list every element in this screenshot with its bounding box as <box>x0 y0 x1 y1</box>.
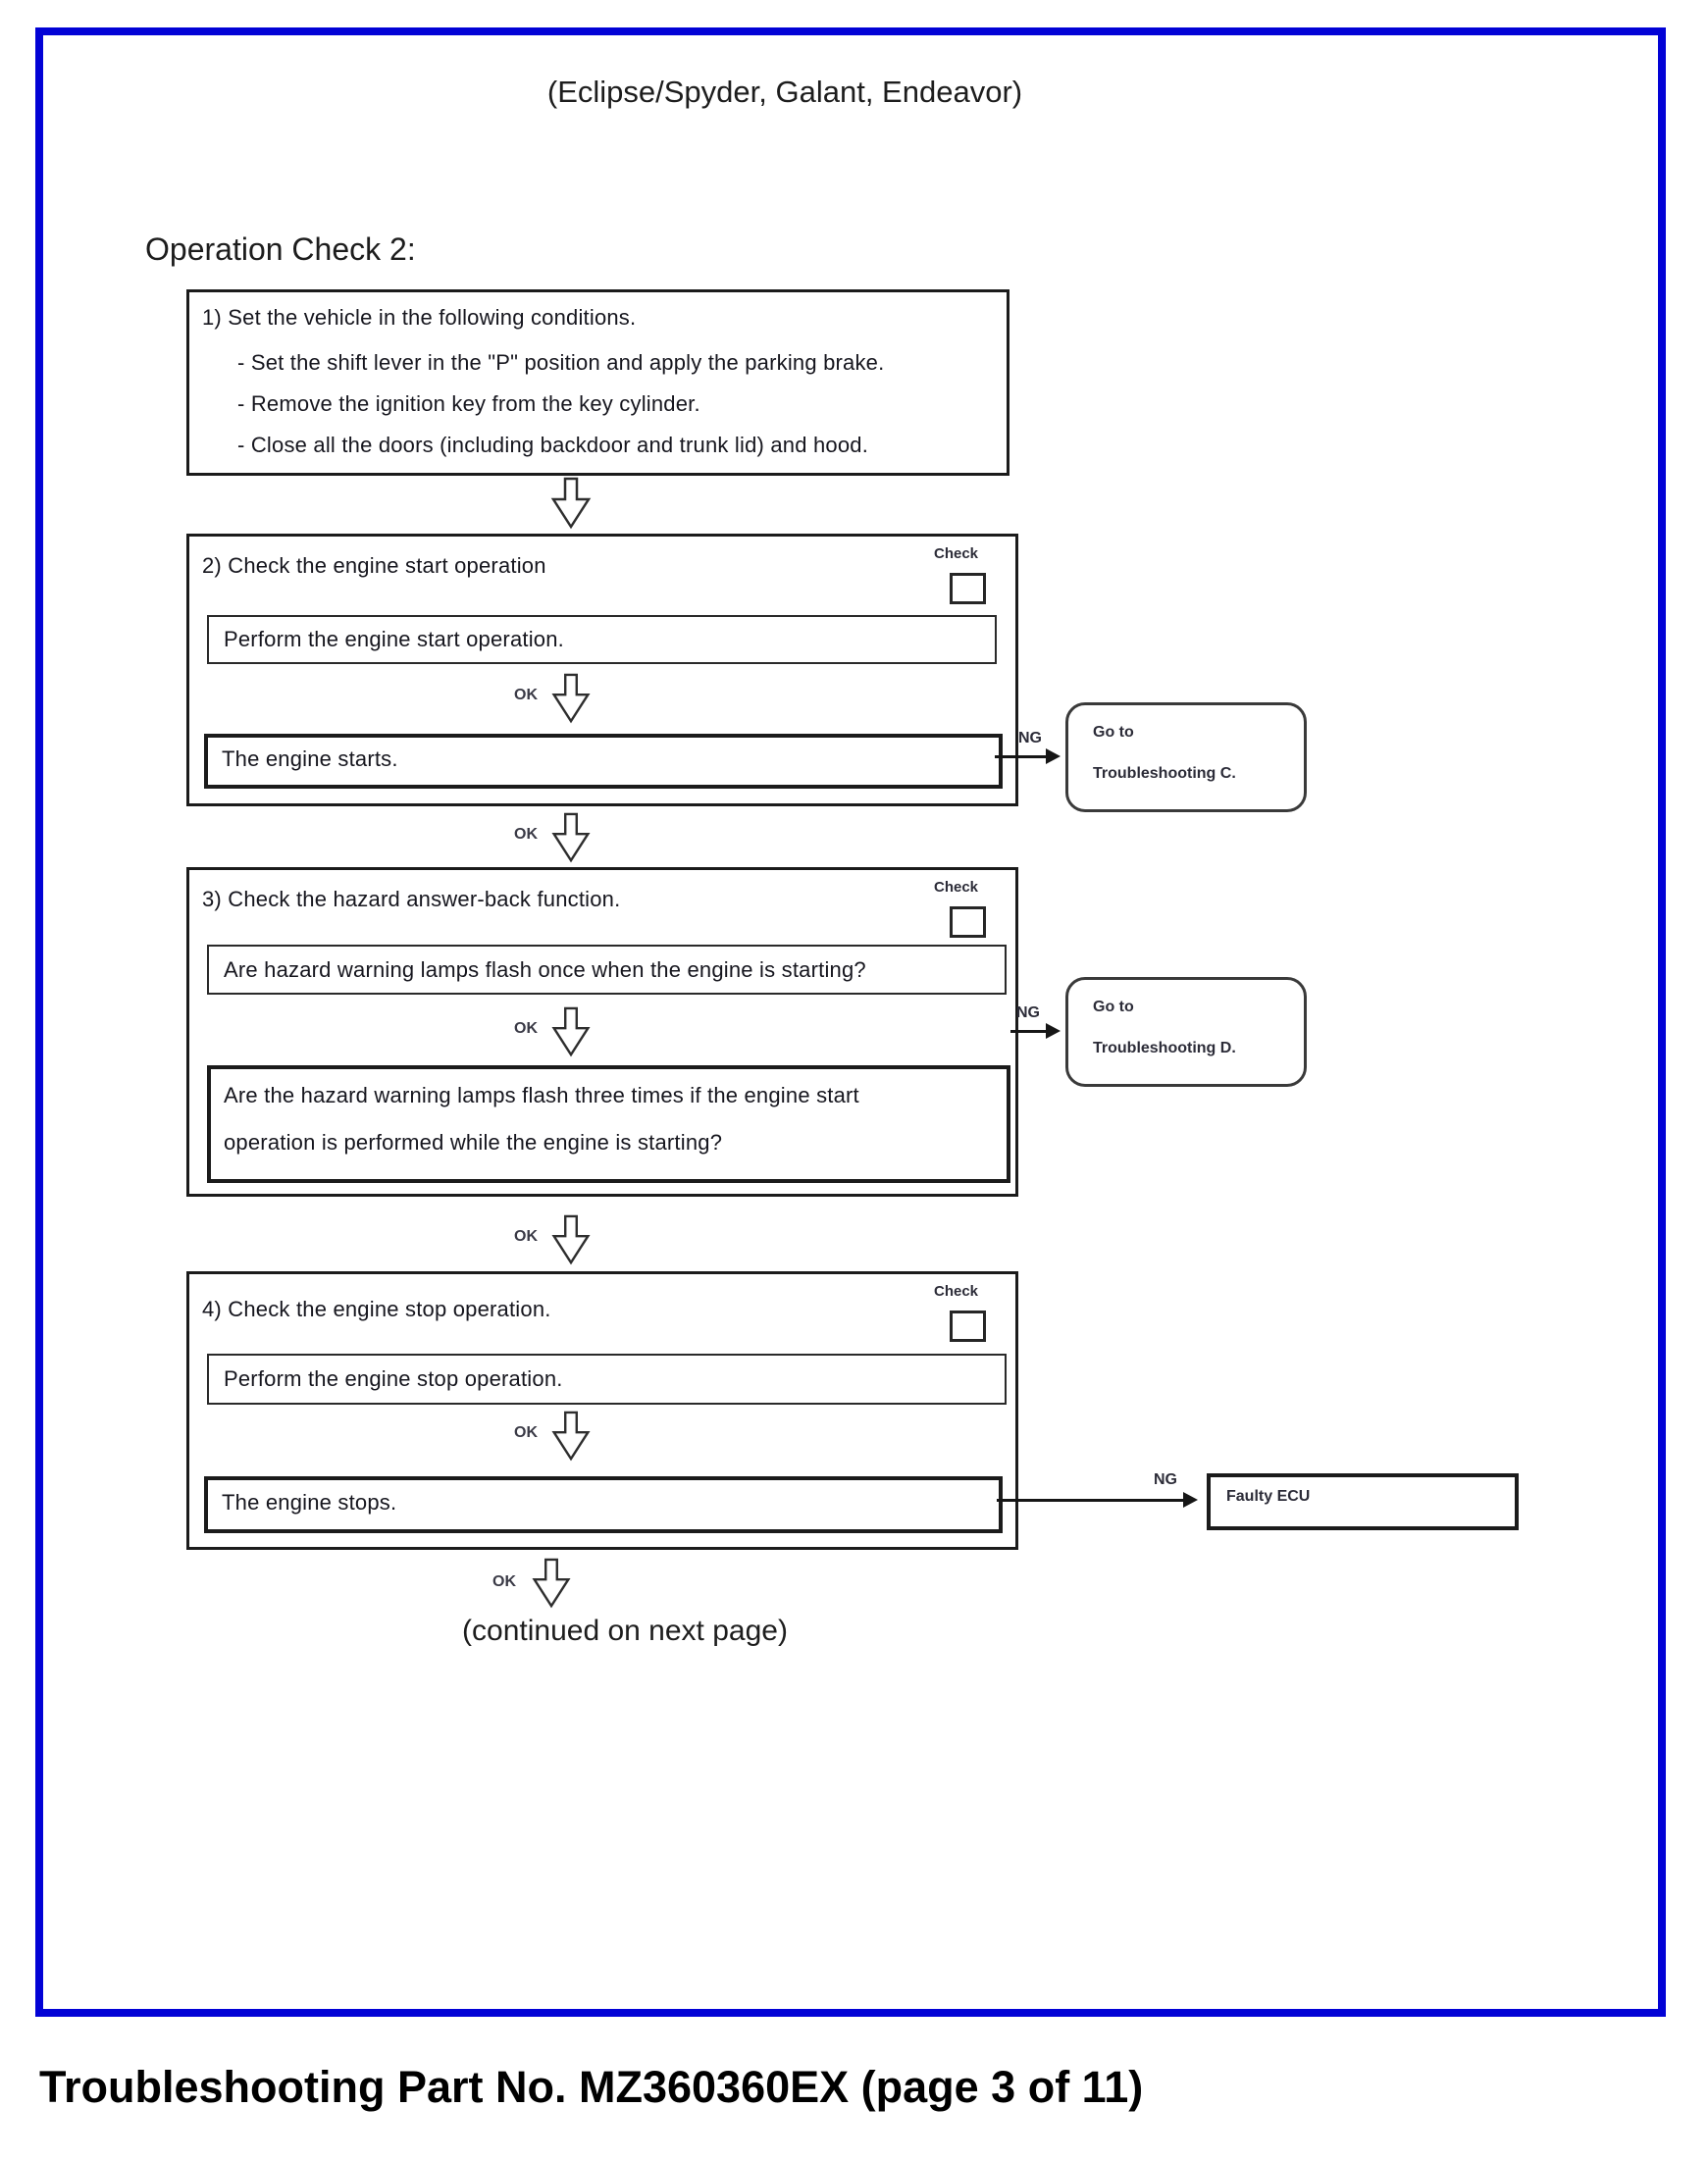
step-1-box <box>186 289 1009 476</box>
section-heading: Operation Check 2: <box>145 231 416 267</box>
step-1-bullet: - Set the shift lever in the "P" positio… <box>237 350 885 375</box>
step-4-check-label: Check <box>934 1283 979 1300</box>
ok-label: OK <box>514 687 538 703</box>
ok-label: OK <box>514 826 538 843</box>
step-3-ng-target-line: Go to <box>1093 999 1134 1015</box>
step-3-checkbox <box>950 906 986 938</box>
ok-label: OK <box>514 1228 538 1245</box>
step-3-action-box <box>207 945 1007 995</box>
flow-arrow-down-icon <box>551 1006 591 1057</box>
page-footer: Troubleshooting Part No. MZ360360EX (pag… <box>39 2062 1144 2112</box>
ng-label: NG <box>1018 730 1042 746</box>
step-3-result-line: Are the hazard warning lamps flash three… <box>224 1083 859 1107</box>
ok-label: OK <box>514 1424 538 1441</box>
step-2-action-box <box>207 615 997 664</box>
step-4-ng-target-text: Faulty ECU <box>1226 1488 1311 1505</box>
ng-connector-line <box>995 755 1052 758</box>
flow-arrow-down-icon <box>551 812 591 863</box>
ng-label: NG <box>1016 1004 1040 1021</box>
step-2-result-box <box>204 734 1003 789</box>
step-4-result-text: The engine stops. <box>222 1490 397 1515</box>
ok-label: OK <box>514 1020 538 1037</box>
step-3-result-box <box>207 1065 1010 1183</box>
step-2-ng-target-box <box>1065 702 1307 812</box>
step-3-title: 3) Check the hazard answer-back function… <box>202 887 621 911</box>
ng-arrowhead-icon <box>1046 748 1061 764</box>
step-2-action-text: Perform the engine start operation. <box>224 627 564 651</box>
step-4-action-text: Perform the engine stop operation. <box>224 1366 563 1391</box>
ng-arrowhead-icon <box>1183 1492 1198 1508</box>
step-4-checkbox <box>950 1311 986 1342</box>
step-2-ng-target-line: Troubleshooting C. <box>1093 765 1236 782</box>
step-4-title: 4) Check the engine stop operation. <box>202 1297 551 1321</box>
step-4-ng-target-box <box>1207 1473 1519 1530</box>
step-3-ng-target-box <box>1065 977 1307 1087</box>
step-2-result-text: The engine starts. <box>222 746 398 771</box>
step-1-title: 1) Set the vehicle in the following cond… <box>202 305 637 330</box>
step-3-result-line: operation is performed while the engine … <box>224 1130 723 1155</box>
flow-arrow-down-icon <box>551 1411 591 1462</box>
ng-arrowhead-icon <box>1046 1023 1061 1039</box>
flow-arrow-down-icon <box>551 1214 591 1265</box>
step-2-checkbox <box>950 573 986 604</box>
ng-connector-line <box>1010 1030 1052 1033</box>
step-1-bullet: - Close all the doors (including backdoo… <box>237 433 869 457</box>
step-2-check-label: Check <box>934 545 979 562</box>
page-title: (Eclipse/Spyder, Galant, Endeavor) <box>546 75 1023 109</box>
ok-label: OK <box>492 1573 516 1590</box>
flow-arrow-down-icon <box>532 1558 571 1609</box>
step-1-bullet: - Remove the ignition key from the key c… <box>237 391 700 416</box>
ng-connector-line <box>997 1499 1189 1502</box>
ng-label: NG <box>1154 1471 1177 1488</box>
step-3-check-label: Check <box>934 879 979 896</box>
step-4-result-box <box>204 1476 1003 1533</box>
flow-arrow-down-icon <box>550 477 592 530</box>
step-2-title: 2) Check the engine start operation <box>202 553 546 578</box>
flow-arrow-down-icon <box>551 673 591 724</box>
step-3-action-text: Are hazard warning lamps flash once when… <box>224 957 866 982</box>
continued-note: (continued on next page) <box>462 1615 788 1647</box>
step-3-ng-target-line: Troubleshooting D. <box>1093 1040 1236 1056</box>
step-2-ng-target-line: Go to <box>1093 724 1134 741</box>
step-4-action-box <box>207 1354 1007 1405</box>
